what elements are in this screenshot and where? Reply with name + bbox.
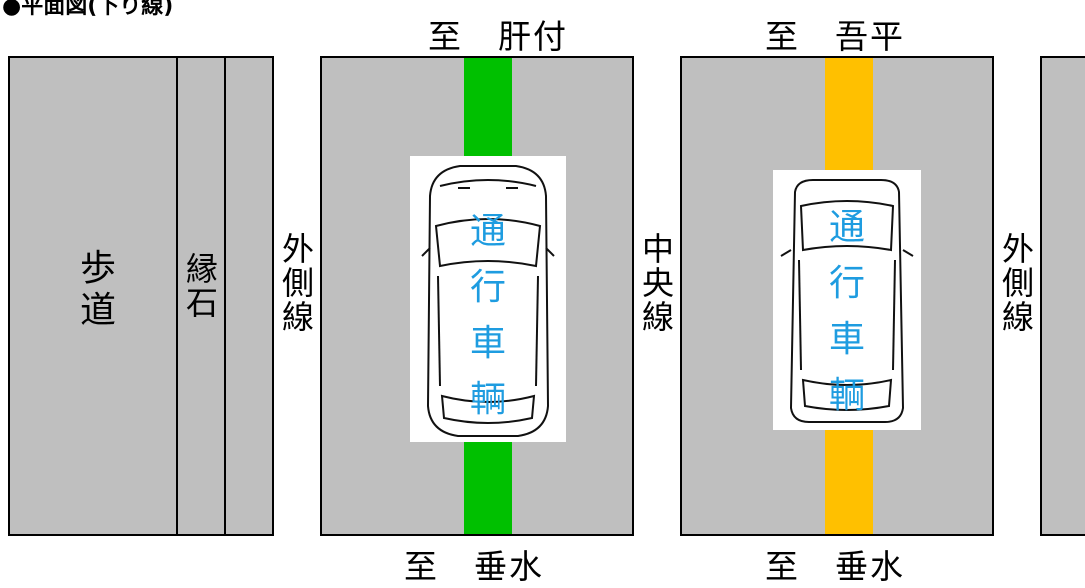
direction-bottom-left: 至 垂水 (404, 547, 544, 586)
direction-top-right: 至 吾平 (765, 17, 905, 56)
outer-line-right (992, 56, 1042, 536)
vehicle-right: 通行車輌 (773, 170, 921, 430)
curb-divider (224, 56, 226, 536)
center-line-label: 中央線 (641, 230, 674, 336)
sidewalk-curb-divider (176, 56, 178, 536)
car-top-view-icon (421, 165, 555, 437)
diagram-title: ●平面図(下り線) (2, 0, 174, 19)
outer-line-right-label: 外側線 (1001, 230, 1034, 336)
sidewalk-label: 歩道 (79, 248, 116, 331)
direction-top-left: 至 肝付 (428, 17, 568, 56)
vehicle-left-label: 通行車輌 (469, 211, 506, 420)
curb-label: 縁石 (185, 250, 218, 322)
vehicle-right-label: 通行車輌 (828, 207, 865, 416)
direction-bottom-right: 至 垂水 (765, 547, 905, 586)
center-line (632, 56, 682, 536)
outer-line-left-label: 外側線 (281, 230, 314, 336)
car-top-view-icon (780, 179, 914, 423)
vehicle-left: 通行車輌 (410, 156, 566, 442)
outer-line-left (272, 56, 322, 536)
